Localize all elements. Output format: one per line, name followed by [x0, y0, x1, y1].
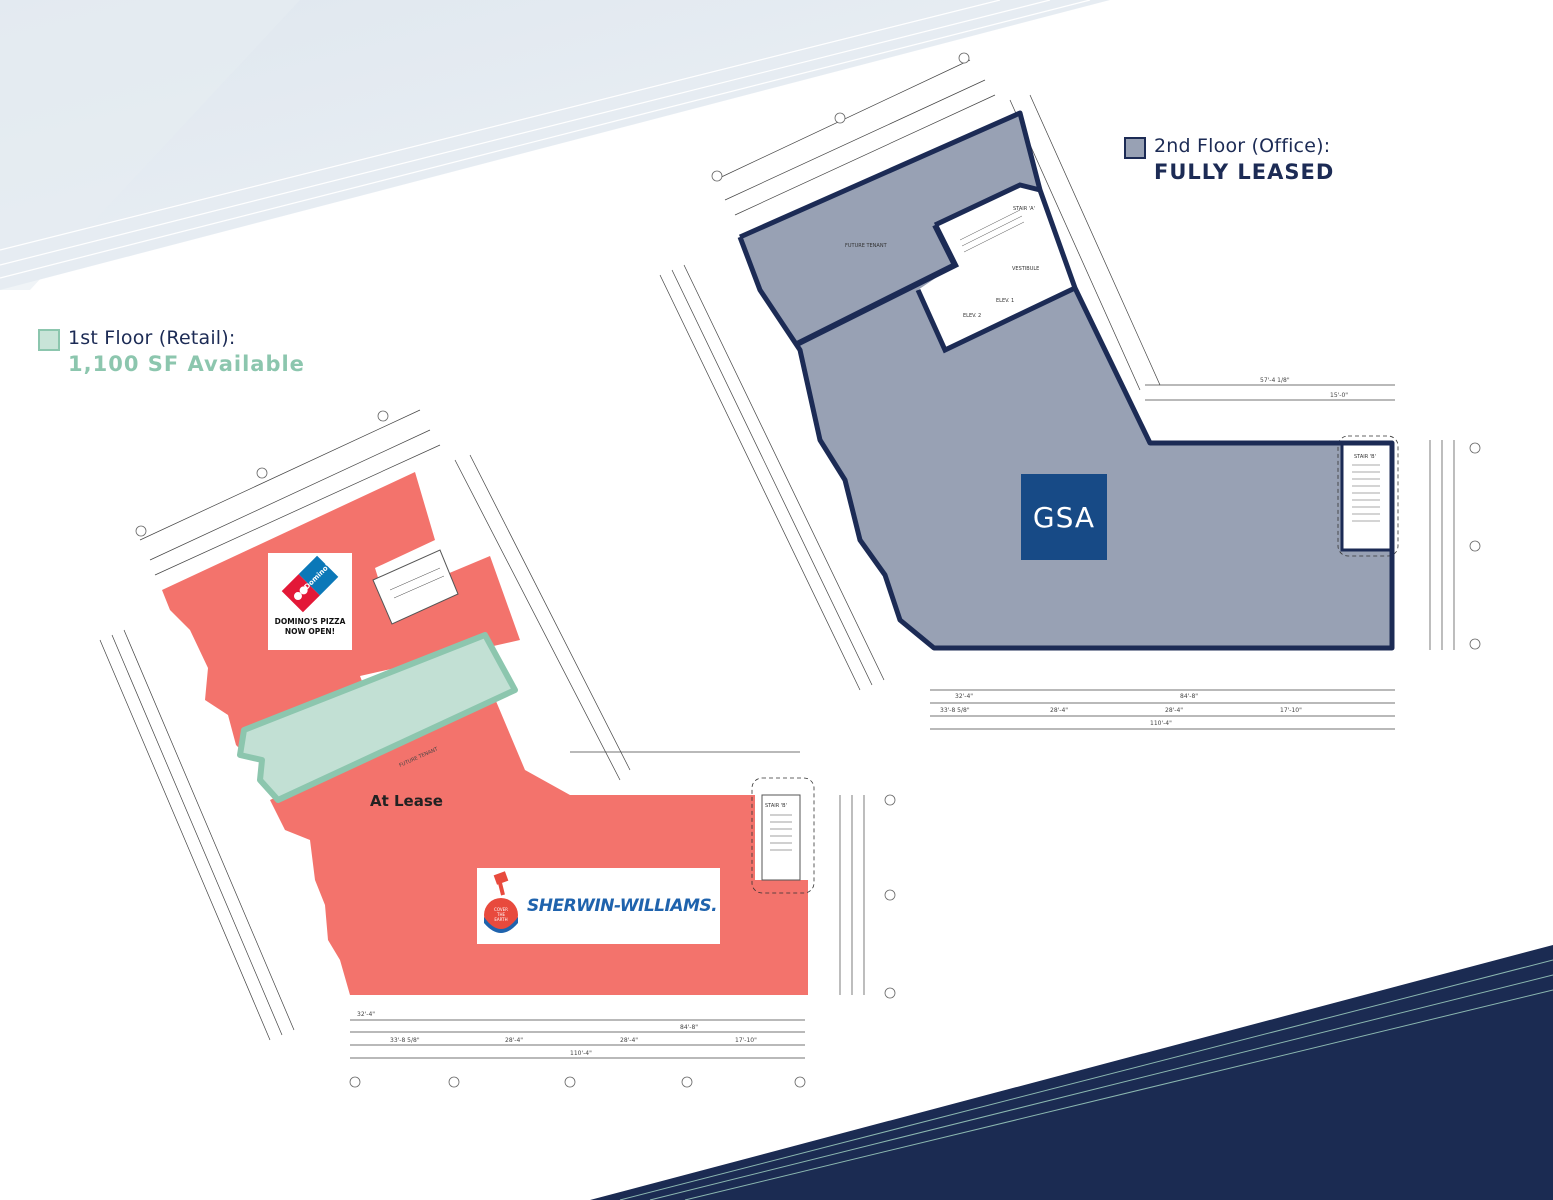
dominos-caption-line2: NOW OPEN! [284, 627, 336, 636]
top-left-band [0, 0, 1110, 290]
cover-the-earth-icon: COVER THE EARTH [484, 871, 518, 933]
svg-text:17'-10": 17'-10" [735, 1037, 757, 1044]
stair-b-second-label: STAIR 'B' [1354, 454, 1376, 460]
elev2-second: ELEV. 2 [963, 313, 981, 319]
dominos-logo: Domino's DOMINO'S PIZZA NOW OPEN! [268, 553, 352, 650]
future-tenant-second: FUTURE TENANT [845, 243, 888, 249]
svg-text:110'-4": 110'-4" [570, 1050, 592, 1057]
legend-second-floor-title: 2nd Floor (Office): [1154, 135, 1331, 157]
svg-text:15'-0": 15'-0" [1330, 392, 1348, 399]
svg-text:THE: THE [496, 912, 505, 917]
office-swatch [1124, 137, 1146, 159]
legend-second-floor-status: FULLY LEASED [1154, 160, 1335, 184]
sherwin-williams-wordmark: SHERWIN-WILLIAMS. [527, 896, 718, 916]
svg-text:57'-4 1/8": 57'-4 1/8" [1260, 377, 1290, 384]
svg-text:32'-4": 32'-4" [357, 1011, 375, 1018]
legend-second-floor: 2nd Floor (Office): FULLY LEASED [1124, 134, 1334, 186]
gsa-wordmark: GSA [1032, 500, 1096, 534]
sherwin-williams-logo: COVER THE EARTH SHERWIN-WILLIAMS. [477, 868, 720, 944]
first-floor-dimension-lines [99, 409, 865, 1059]
svg-text:28'-4": 28'-4" [1050, 707, 1068, 714]
svg-text:28'-4": 28'-4" [1165, 707, 1183, 714]
legend-first-floor: 1st Floor (Retail): 1,100 SF Available [38, 326, 305, 378]
legend-first-floor-status: 1,100 SF Available [68, 352, 305, 376]
stair-b-label: STAIR 'B' [765, 803, 787, 809]
retail-swatch [38, 329, 60, 351]
first-floor-grid-bubbles [135, 410, 896, 1088]
svg-text:EARTH: EARTH [494, 917, 507, 922]
second-floor-core [918, 185, 1070, 350]
second-floor-grid-bubbles [711, 52, 1481, 650]
stair-b-first [761, 794, 801, 881]
elev1-second: ELEV. 1 [996, 298, 1014, 304]
at-lease-label: At Lease [370, 792, 443, 810]
gsa-logo: GSA [1021, 474, 1107, 560]
stair-a-second: STAIR 'A' [1013, 206, 1035, 212]
svg-text:32'-4": 32'-4" [955, 693, 973, 700]
available-retail-space [237, 632, 518, 803]
vestibule-second: VESTIBULE [1012, 266, 1039, 272]
svg-text:17'-10": 17'-10" [1280, 707, 1302, 714]
svg-text:28'-4": 28'-4" [620, 1037, 638, 1044]
svg-text:33'-8 5/8": 33'-8 5/8" [940, 707, 970, 714]
svg-text:110'-4": 110'-4" [1150, 720, 1172, 727]
core-outline [933, 182, 1041, 228]
stair-a-first [372, 549, 459, 625]
svg-text:28'-4": 28'-4" [505, 1037, 523, 1044]
office-outline [737, 110, 1395, 651]
svg-text:84'-8": 84'-8" [1180, 693, 1198, 700]
bottom-right-band [590, 945, 1553, 1200]
legend-first-floor-title: 1st Floor (Retail): [68, 327, 236, 349]
svg-text:33'-8 5/8": 33'-8 5/8" [390, 1037, 420, 1044]
office-leased-area [740, 113, 1392, 648]
svg-text:COVER: COVER [494, 907, 508, 912]
svg-text:84'-8": 84'-8" [680, 1024, 698, 1031]
dominos-caption-line1: DOMINO'S PIZZA [274, 617, 346, 626]
dominos-domino-icon: Domino's [281, 555, 339, 613]
